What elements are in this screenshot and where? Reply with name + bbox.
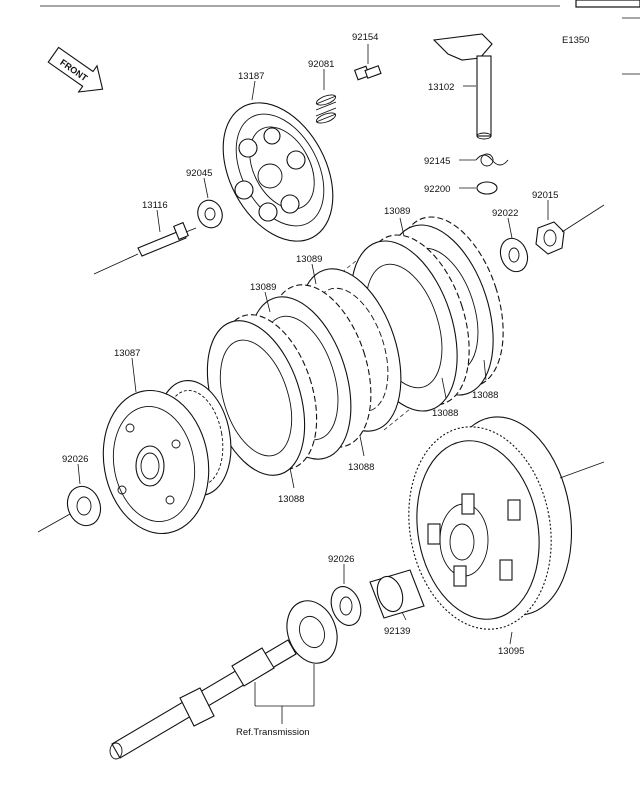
pressure-plate — [222, 102, 334, 242]
label-92139: 92139 — [384, 626, 410, 637]
hub-spacer-washer — [37, 485, 102, 533]
release-shaft — [432, 33, 493, 140]
front-arrow-icon: FRONT — [47, 46, 104, 93]
label-13116: 13116 — [142, 200, 168, 211]
label-92026-b: 92026 — [328, 554, 354, 565]
label-92154: 92154 — [352, 32, 378, 43]
label-13095: 13095 — [498, 646, 524, 657]
label-92022: 92022 — [492, 208, 518, 219]
diagram-code: E1350 — [562, 35, 589, 46]
clutch-spring — [315, 94, 337, 124]
shaft-bearing — [286, 600, 338, 664]
hub-washer — [499, 237, 529, 273]
transmission-shaft — [109, 639, 297, 760]
ref-transmission-label: Ref.Transmission — [236, 727, 310, 738]
push-rod — [93, 221, 197, 275]
release-bearing — [197, 199, 223, 229]
return-spring — [475, 153, 509, 167]
circlip — [476, 181, 498, 195]
clutch-bolt — [353, 65, 382, 81]
label-13187: 13187 — [238, 71, 264, 82]
label-13088-a: 13088 — [472, 390, 498, 401]
label-13088-d: 13088 — [278, 494, 304, 505]
label-13087: 13087 — [114, 348, 140, 359]
label-13089-c: 13089 — [250, 282, 276, 293]
label-92015: 92015 — [532, 190, 558, 201]
label-13102: 13102 — [428, 82, 454, 93]
label-92145: 92145 — [424, 156, 450, 167]
corner-box — [575, 0, 640, 8]
label-13089-b: 13089 — [296, 254, 322, 265]
clutch-hub — [102, 379, 232, 535]
clutch-plate-stack — [206, 216, 504, 476]
clutch-housing — [408, 416, 605, 630]
thrust-washer — [330, 586, 362, 626]
label-92026-a: 92026 — [62, 454, 88, 465]
label-92045: 92045 — [186, 168, 212, 179]
label-13088-b: 13088 — [432, 408, 458, 419]
label-92200: 92200 — [424, 184, 450, 195]
outer-housing-sleeve — [369, 569, 425, 619]
hub-nut — [535, 204, 605, 255]
label-13089-a: 13089 — [384, 206, 410, 217]
label-92081: 92081 — [308, 59, 334, 70]
label-13088-c: 13088 — [348, 462, 374, 473]
